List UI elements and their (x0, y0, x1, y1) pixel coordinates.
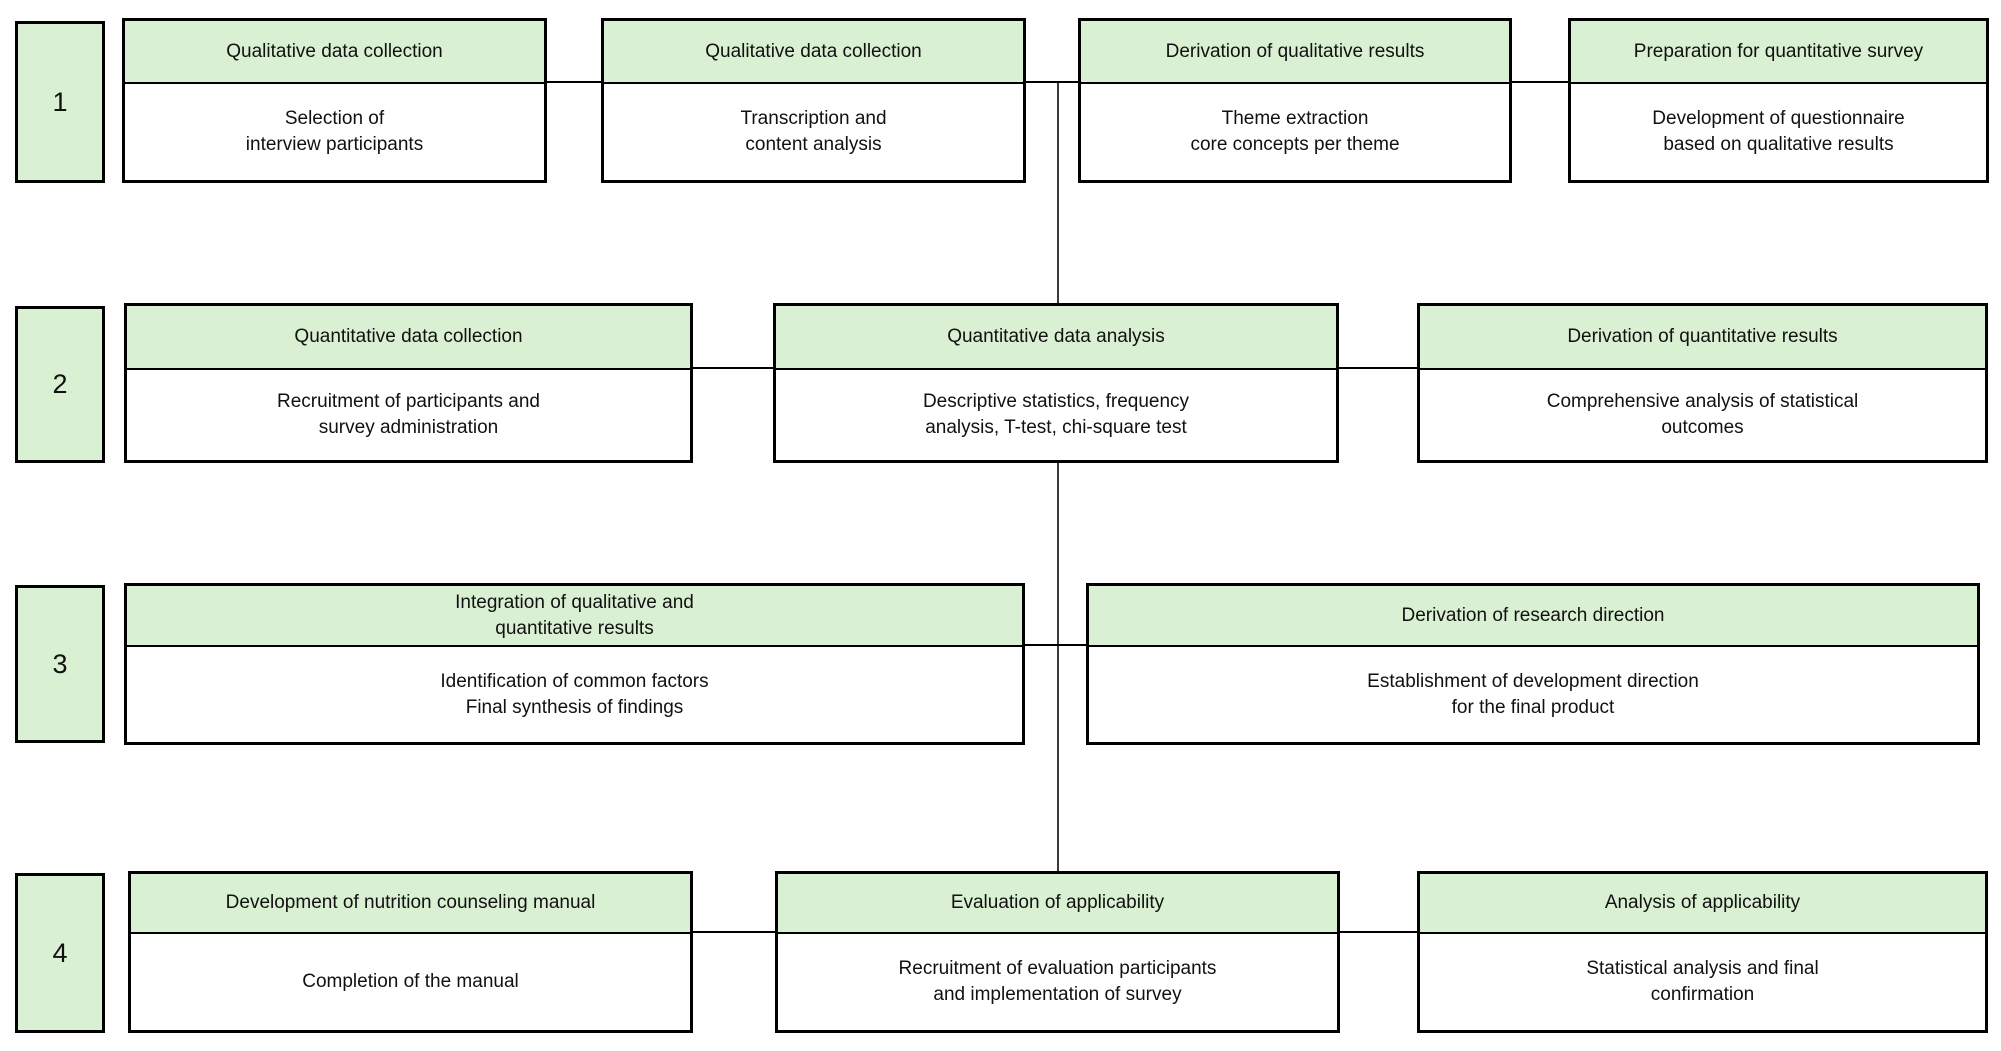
stage-header-label: Quantitative data analysis (947, 326, 1165, 347)
stage-header: Integration of qualitative and quantitat… (127, 586, 1022, 647)
stage-box-qualitative-data-collection-2: Qualitative data collection Transcriptio… (601, 18, 1026, 183)
stage-body-label: Descriptive statistics, frequency analys… (922, 391, 1190, 438)
stage-header-label: Development of nutrition counseling manu… (225, 892, 596, 913)
stage-body-label: Recruitment of evaluation participants a… (898, 958, 1217, 1005)
stage-body-label: Completion of the manual (302, 971, 519, 992)
stage-body: Selection of interview participants (125, 84, 544, 180)
connector-line (1336, 367, 1420, 369)
stage-body: Completion of the manual (131, 934, 690, 1030)
stage-header-label: Qualitative data collection (226, 40, 443, 62)
stage-body: Recruitment of evaluation participants a… (778, 934, 1337, 1030)
stage-body-label: Identification of common factors Final s… (440, 670, 709, 718)
stage-body: Descriptive statistics, frequency analys… (776, 370, 1336, 460)
stage-body-label: Establishment of development direction f… (1367, 670, 1699, 718)
stage-body: Identification of common factors Final s… (127, 647, 1022, 742)
stage-header: Preparation for quantitative survey (1571, 21, 1986, 84)
stage-body: Recruitment of participants and survey a… (127, 370, 690, 460)
stage-box-derivation-of-research-direction: Derivation of research direction Establi… (1086, 583, 1980, 745)
stage-header-label: Analysis of applicability (1604, 892, 1801, 913)
row-number-label: 2 (52, 369, 68, 399)
stage-body: Statistical analysis and final confirmat… (1420, 934, 1985, 1030)
stage-header-label: Integration of qualitative and quantitat… (455, 591, 694, 639)
stage-body-label: Comprehensive analysis of statistical ou… (1546, 391, 1859, 438)
stage-header: Qualitative data collection (125, 21, 544, 84)
connector-line (1023, 81, 1081, 83)
stage-header-label: Derivation of quantitative results (1567, 326, 1838, 347)
stage-header: Qualitative data collection (604, 21, 1023, 84)
stage-body-label: Selection of interview participants (245, 108, 424, 155)
connector-line (1022, 644, 1089, 646)
row-number-badge-4: 4 (15, 873, 105, 1033)
connector-line (544, 81, 604, 83)
stage-body: Theme extraction core concepts per theme (1081, 84, 1509, 180)
row-number-label: 4 (52, 937, 68, 968)
stage-box-derivation-of-quantitative-results: Derivation of quantitative results Compr… (1417, 303, 1988, 463)
row-number-label: 3 (52, 648, 68, 679)
stage-header: Derivation of quantitative results (1420, 306, 1985, 370)
row-number-badge-1: 1 (15, 21, 105, 183)
stage-header: Derivation of qualitative results (1081, 21, 1509, 84)
vertical-connector-line (1057, 82, 1059, 871)
stage-box-development-of-nutrition-counseling-manual: Development of nutrition counseling manu… (128, 871, 693, 1033)
stage-box-qualitative-data-collection-1: Qualitative data collection Selection of… (122, 18, 547, 183)
stage-header-label: Evaluation of applicability (950, 892, 1165, 913)
stage-header-label: Quantitative data collection (294, 326, 523, 347)
stage-header: Derivation of research direction (1089, 586, 1977, 647)
stage-header-label: Derivation of qualitative results (1165, 40, 1425, 62)
stage-box-evaluation-of-applicability: Evaluation of applicability Recruitment … (775, 871, 1340, 1033)
stage-body-label: Statistical analysis and final confirmat… (1586, 958, 1819, 1005)
stage-header: Quantitative data collection (127, 306, 690, 370)
stage-header: Evaluation of applicability (778, 874, 1337, 934)
stage-box-preparation-for-quantitative-survey: Preparation for quantitative survey Deve… (1568, 18, 1989, 183)
connector-line (690, 367, 776, 369)
stage-header: Quantitative data analysis (776, 306, 1336, 370)
stage-body: Development of questionnaire based on qu… (1571, 84, 1986, 180)
stage-body: Establishment of development direction f… (1089, 647, 1977, 742)
stage-body-label: Theme extraction core concepts per theme (1190, 108, 1400, 155)
stage-header-label: Qualitative data collection (705, 40, 922, 62)
stage-body: Comprehensive analysis of statistical ou… (1420, 370, 1985, 460)
row-number-badge-2: 2 (15, 306, 105, 463)
stage-header-label: Derivation of research direction (1401, 604, 1665, 626)
stage-header: Analysis of applicability (1420, 874, 1985, 934)
stage-box-derivation-of-qualitative-results: Derivation of qualitative results Theme … (1078, 18, 1512, 183)
stage-header: Development of nutrition counseling manu… (131, 874, 690, 934)
stage-body: Transcription and content analysis (604, 84, 1023, 180)
stage-header-label: Preparation for quantitative survey (1633, 40, 1924, 62)
connector-line (1509, 81, 1571, 83)
row-number-badge-3: 3 (15, 585, 105, 743)
stage-box-integration-of-results: Integration of qualitative and quantitat… (124, 583, 1025, 745)
connector-line (690, 931, 778, 933)
stage-body-label: Transcription and content analysis (740, 108, 887, 155)
stage-body-label: Recruitment of participants and survey a… (277, 391, 540, 438)
connector-line (1337, 931, 1420, 933)
stage-body-label: Development of questionnaire based on qu… (1652, 108, 1905, 155)
stage-box-quantitative-data-analysis: Quantitative data analysis Descriptive s… (773, 303, 1339, 463)
stage-box-analysis-of-applicability: Analysis of applicability Statistical an… (1417, 871, 1988, 1033)
stage-box-quantitative-data-collection: Quantitative data collection Recruitment… (124, 303, 693, 463)
row-number-label: 1 (52, 86, 68, 117)
